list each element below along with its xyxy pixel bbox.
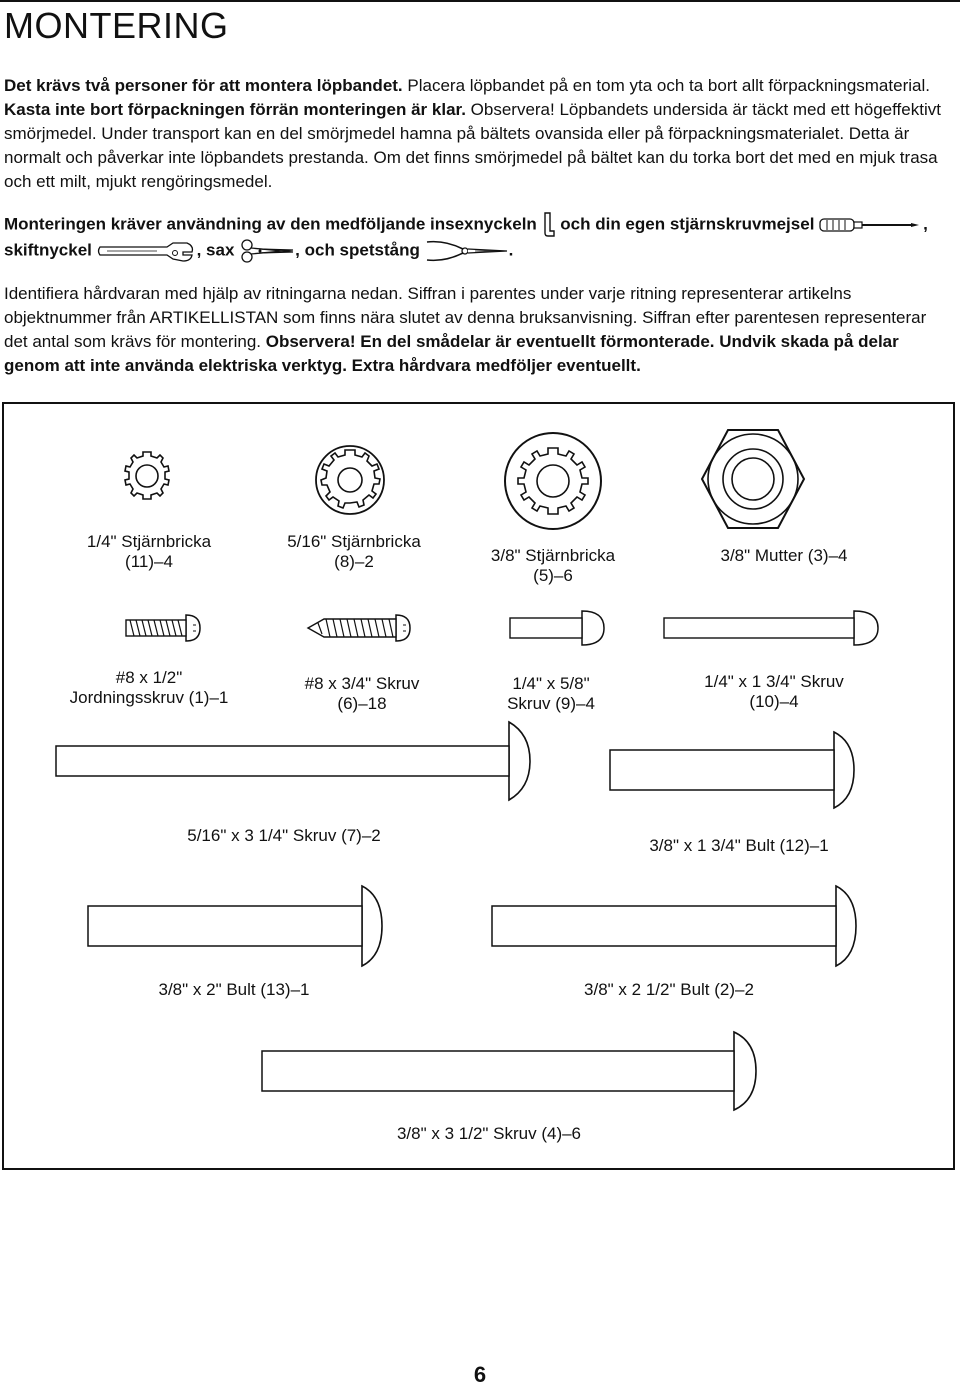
label-line: 1/4" Stjärnbricka xyxy=(86,532,212,551)
tools-text-5: , och spetstång xyxy=(295,240,425,260)
top-rule xyxy=(0,0,960,2)
bolt-3-8-2-1-2-drawing xyxy=(491,884,857,968)
hex-key-icon xyxy=(543,212,555,237)
label-line: (6)–18 xyxy=(337,694,387,713)
intro-text-c: Observera! Löpbandets undersida är täckt… xyxy=(4,100,941,191)
tools-text-3: , skiftnyckel xyxy=(4,214,928,260)
label-line: Skruv (9)–4 xyxy=(507,694,595,713)
label-star-washer-5-16: 5/16" Stjärnbricka (8)–2 xyxy=(254,532,454,572)
label-line: 1/4" x 5/8" xyxy=(512,674,590,693)
label-line: 3/8" x 1 3/4" Bult (12)–1 xyxy=(649,836,829,855)
bolt-3-8-2-drawing xyxy=(87,884,383,968)
identify-paragraph: Identifiera hårdvaran med hjälp av ritni… xyxy=(4,282,954,378)
label-line: 3/8" x 2" Bult (13)–1 xyxy=(158,980,310,999)
identify-text-a: Identifiera hårdvaran med hjälp av ritni… xyxy=(4,284,927,351)
label-screw-5-16-3-1-4: 5/16" x 3 1/4" Skruv (7)–2 xyxy=(134,826,434,846)
label-line: 3/8" x 3 1/2" Skruv (4)–6 xyxy=(396,1124,582,1143)
label-line: (8)–2 xyxy=(334,552,374,571)
label-star-washer-quarter: 1/4" Stjärnbricka (11)–4 xyxy=(64,532,234,572)
star-washer-3-8-drawing xyxy=(504,432,602,530)
scissors-icon xyxy=(241,239,294,263)
star-washer-quarter-drawing xyxy=(124,451,170,500)
label-bolt-3-8-2: 3/8" x 2" Bult (13)–1 xyxy=(134,980,334,1000)
screw-1-4-5-8-drawing xyxy=(509,610,605,646)
label-screw-1-4-5-8: 1/4" x 5/8" Skruv (9)–4 xyxy=(466,674,636,714)
screwdriver-icon xyxy=(819,218,920,232)
label-line: 1/4" x 1 3/4" Skruv xyxy=(704,672,844,691)
intro-paragraph: Det krävs två personer för att montera l… xyxy=(4,74,954,194)
label-line: Jordningsskruv (1)–1 xyxy=(69,688,229,707)
star-washer-5-16-drawing xyxy=(315,445,385,515)
tools-text-4: , sax xyxy=(196,240,240,260)
label-screw-3-8-3-1-2: 3/8" x 3 1/2" Skruv (4)–6 xyxy=(374,1124,604,1144)
label-grounding-screw: #8 x 1/2" Jordningsskruv (1)–1 xyxy=(59,668,239,708)
tools-text-2: och din egen stjärnskruvmejsel xyxy=(555,214,820,234)
label-line: (5)–6 xyxy=(533,566,573,585)
hardware-panel: 1/4" Stjärnbricka (11)–4 5/16" Stjärnbri… xyxy=(2,402,955,1170)
screw-1-4-1-3-4-drawing xyxy=(663,610,879,646)
intro-bold-b: Kasta inte bort förpackningen förrän mon… xyxy=(4,100,466,119)
label-line: #8 x 3/4" Skruv xyxy=(304,674,420,693)
label-screw-1-4-1-3-4: 1/4" x 1 3/4" Skruv (10)–4 xyxy=(674,672,874,712)
nut-3-8-drawing xyxy=(700,429,806,529)
intro-text-a: Placera löpbandet på en tom yta och ta b… xyxy=(402,76,930,95)
grounding-screw-drawing xyxy=(125,614,201,642)
label-screw-8-3-4: #8 x 3/4" Skruv (6)–18 xyxy=(272,674,452,714)
label-line: 3/8" Stjärnbricka xyxy=(490,546,616,565)
label-line: #8 x 1/2" xyxy=(115,668,183,687)
intro-bold-lead: Det krävs två personer för att montera l… xyxy=(4,76,403,95)
bolt-3-8-1-3-4-drawing xyxy=(609,730,855,810)
screw-3-8-3-1-2-drawing xyxy=(261,1030,757,1112)
label-line: 5/16" x 3 1/4" Skruv (7)–2 xyxy=(187,826,381,845)
label-line: (10)–4 xyxy=(749,692,799,711)
label-line: 3/8" x 2 1/2" Bult (2)–2 xyxy=(584,980,754,999)
needle-nose-pliers-icon xyxy=(426,240,507,262)
label-bolt-3-8-2-1-2: 3/8" x 2 1/2" Bult (2)–2 xyxy=(564,980,774,1000)
label-line: (11)–4 xyxy=(125,552,173,571)
identify-bold-b: Observera! En del smådelar är eventuellt… xyxy=(4,332,899,375)
tools-text-6: . xyxy=(508,240,514,260)
page-title: MONTERING xyxy=(4,5,229,46)
page-number: 6 xyxy=(473,1362,487,1387)
label-star-washer-3-8: 3/8" Stjärnbricka (5)–6 xyxy=(458,546,648,586)
tools-text-1: Monteringen kräver användning av den med… xyxy=(4,214,542,234)
screw-5-16-3-1-4-drawing xyxy=(55,720,531,802)
adjustable-wrench-icon xyxy=(97,242,193,262)
label-nut-3-8: 3/8" Mutter (3)–4 xyxy=(684,546,884,566)
tools-paragraph: Monteringen kräver användning av den med… xyxy=(4,212,954,264)
label-bolt-3-8-1-3-4: 3/8" x 1 3/4" Bult (12)–1 xyxy=(634,836,844,856)
label-line: 3/8" Mutter (3)–4 xyxy=(720,546,848,565)
screw-8-3-4-drawing xyxy=(306,614,411,642)
label-line: 5/16" Stjärnbricka xyxy=(287,532,421,551)
